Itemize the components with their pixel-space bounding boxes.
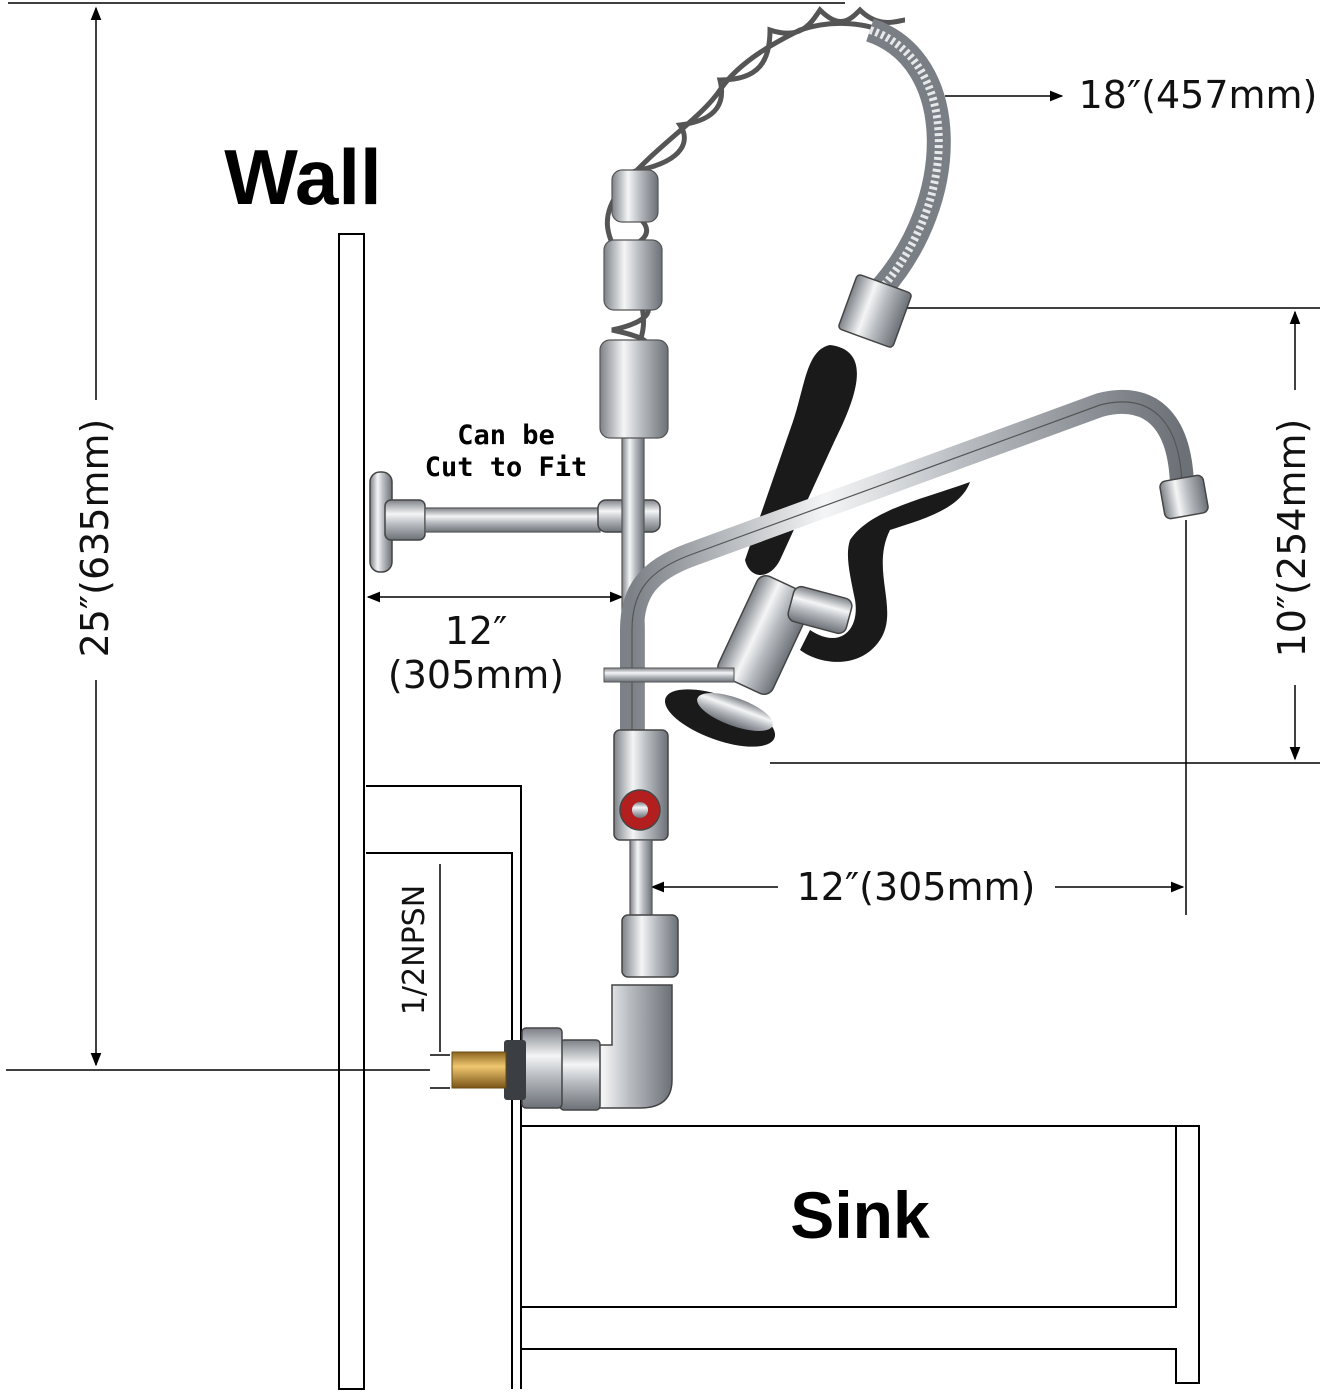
- spray-head: [664, 575, 853, 747]
- wall-bracket: [369, 471, 661, 573]
- base-elbow: [451, 914, 679, 1111]
- arm-length-mm: (305mm): [388, 653, 564, 697]
- spout-reach-dimension: 12″(305mm): [797, 865, 1036, 909]
- sink-outline: [366, 785, 1200, 1389]
- shutoff-valve: [613, 729, 669, 921]
- hose-length-dimension: 18″(457mm): [1079, 73, 1318, 117]
- flex-hose: [865, 18, 951, 298]
- total-height-dimension: 25″(635mm): [73, 419, 117, 658]
- wall-structure: [338, 233, 365, 1390]
- arm-length-inches: 12″: [445, 609, 508, 653]
- spring-coil-rings: [599, 169, 669, 439]
- cut-to-fit-line2: Cut to Fit: [425, 452, 588, 483]
- cut-to-fit-line1: Can be: [457, 420, 555, 451]
- spray-height-dimension: 10″(254mm): [1270, 419, 1314, 658]
- npsn-label: 1/2NPSN: [397, 885, 432, 1015]
- wall-label: Wall: [224, 133, 381, 221]
- pre-rinse-faucet: [369, 6, 1209, 1111]
- sink-label: Sink: [790, 1178, 930, 1252]
- dimension-lines: [6, 2, 1320, 1089]
